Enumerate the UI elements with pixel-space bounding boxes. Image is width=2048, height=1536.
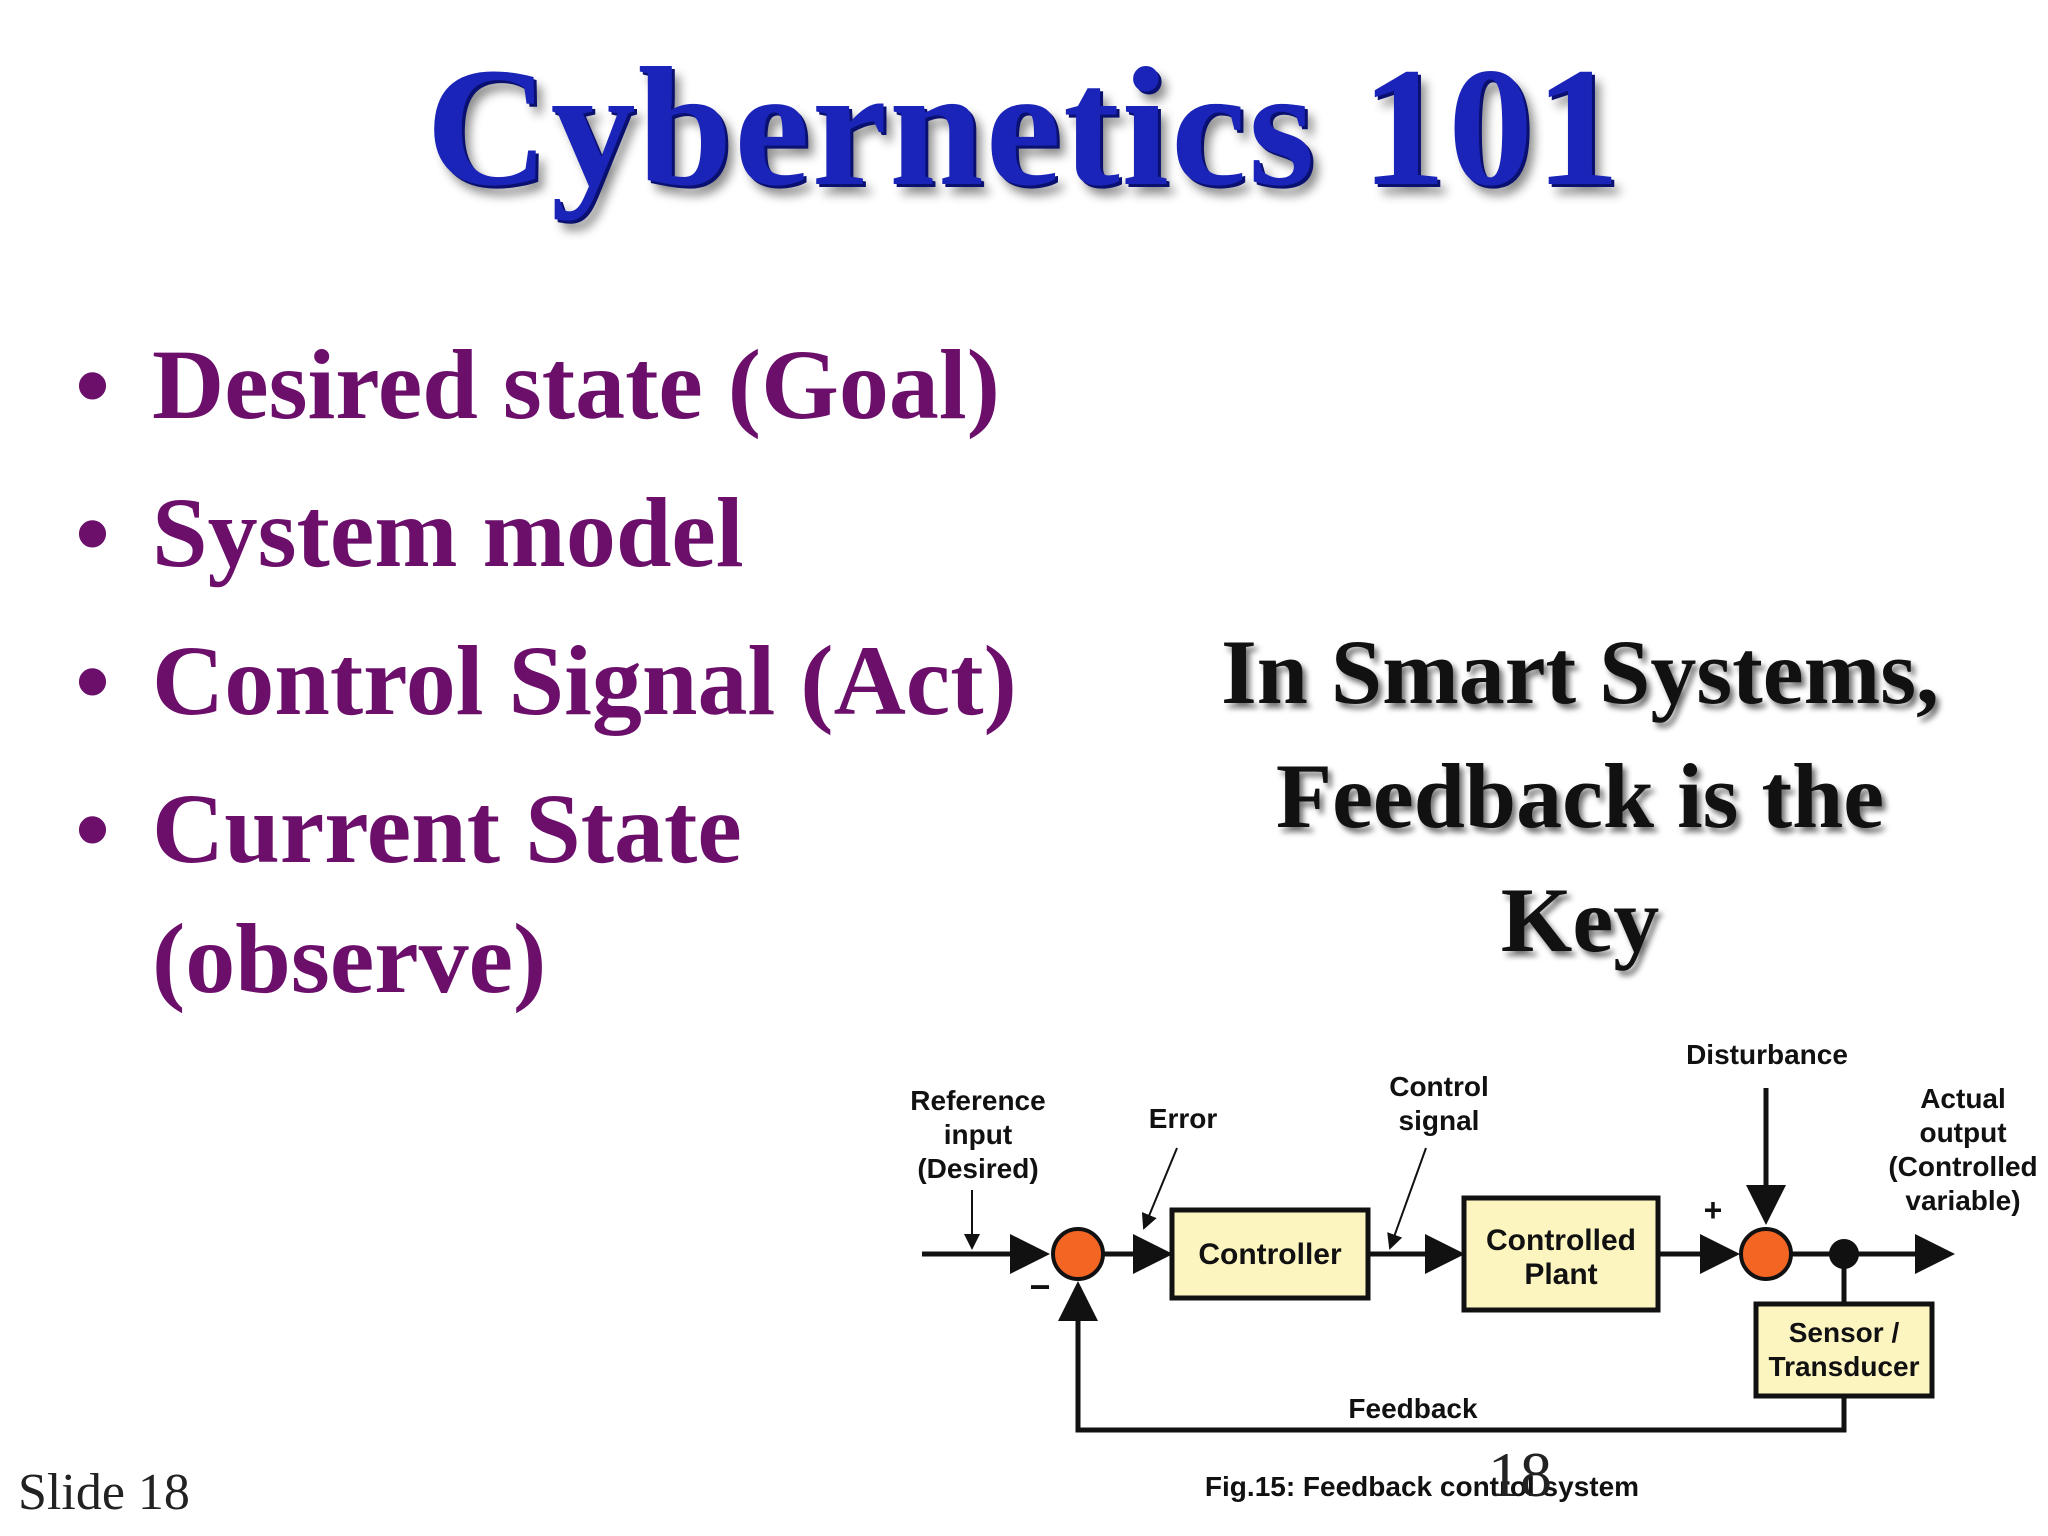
bullet-item: • Desired state (Goal) bbox=[75, 320, 1095, 450]
actual-output-label: (Controlled bbox=[1888, 1151, 2037, 1182]
bullet-dot: • bbox=[75, 477, 111, 589]
feedback-control-diagram: Reference input (Desired) Error Control … bbox=[910, 1039, 2037, 1502]
diagram-caption: Fig.15: Feedback control system bbox=[1205, 1471, 1639, 1502]
controlled-plant-block bbox=[1461, 1195, 1661, 1313]
sensor-block bbox=[1753, 1301, 1935, 1399]
minus-sign: − bbox=[1029, 1266, 1050, 1307]
reference-input-label: input bbox=[944, 1119, 1012, 1150]
plus-sign: + bbox=[1704, 1192, 1723, 1228]
reference-input-label: Reference bbox=[910, 1085, 1045, 1116]
bullet-dot: • bbox=[75, 625, 111, 737]
control-signal-pointer-arrow bbox=[1387, 1147, 1427, 1250]
actual-output-label: Actual bbox=[1920, 1083, 2006, 1114]
bullet-item: • Control Signal (Act) bbox=[75, 616, 1095, 746]
controller-block bbox=[1169, 1207, 1371, 1301]
bullet-item: • Current State (observe) bbox=[75, 764, 1095, 1024]
callout-line: In Smart Systems, bbox=[1220, 621, 1940, 723]
bullet-text: Current State (observe) bbox=[152, 773, 742, 1014]
bullet-text: System model bbox=[152, 477, 744, 588]
slide-label: Slide 18 bbox=[18, 1464, 190, 1521]
feedback-path bbox=[1058, 1281, 1847, 1433]
bullet-list: • Desired state (Goal) • System model • Con… bbox=[75, 320, 1095, 1042]
control-signal-label: Control bbox=[1389, 1071, 1489, 1102]
pickoff-point bbox=[1829, 1239, 1859, 1269]
controlled-plant-label: Plant bbox=[1524, 1258, 1597, 1291]
disturbance-label: Disturbance bbox=[1686, 1039, 1848, 1070]
sensor-label: Transducer bbox=[1769, 1351, 1920, 1382]
disturbance-summing-junction bbox=[1739, 1227, 1793, 1281]
page-number: 18 bbox=[1488, 1439, 1552, 1510]
actual-output-label: output bbox=[1919, 1117, 2006, 1148]
sensor-label: Sensor / bbox=[1789, 1317, 1900, 1348]
bullet-dot: • bbox=[75, 773, 111, 885]
slide-title: Cybernetics 101 bbox=[425, 33, 1623, 221]
bullet-text: Desired state (Goal) bbox=[152, 329, 1000, 440]
callout-line: Key bbox=[1500, 869, 1660, 971]
reference-input-label: (Desired) bbox=[917, 1153, 1038, 1184]
callout-text: In Smart Systems, Feedback is the Key bbox=[1140, 610, 2020, 982]
error-pointer-arrow bbox=[1141, 1147, 1178, 1230]
actual-output-label: variable) bbox=[1905, 1185, 2020, 1216]
feedback-label: Feedback bbox=[1348, 1393, 1478, 1424]
error-summing-junction bbox=[1051, 1227, 1105, 1281]
error-label: Error bbox=[1149, 1103, 1218, 1134]
control-signal-label: signal bbox=[1399, 1105, 1480, 1136]
callout-line: Feedback is the bbox=[1275, 745, 1885, 847]
controlled-plant-label: Controlled bbox=[1486, 1224, 1636, 1257]
bullet-dot: • bbox=[75, 329, 111, 441]
bullet-item: • System model bbox=[75, 468, 1095, 598]
bullet-text: Control Signal (Act) bbox=[152, 625, 1017, 736]
controller-label: Controller bbox=[1198, 1238, 1342, 1271]
